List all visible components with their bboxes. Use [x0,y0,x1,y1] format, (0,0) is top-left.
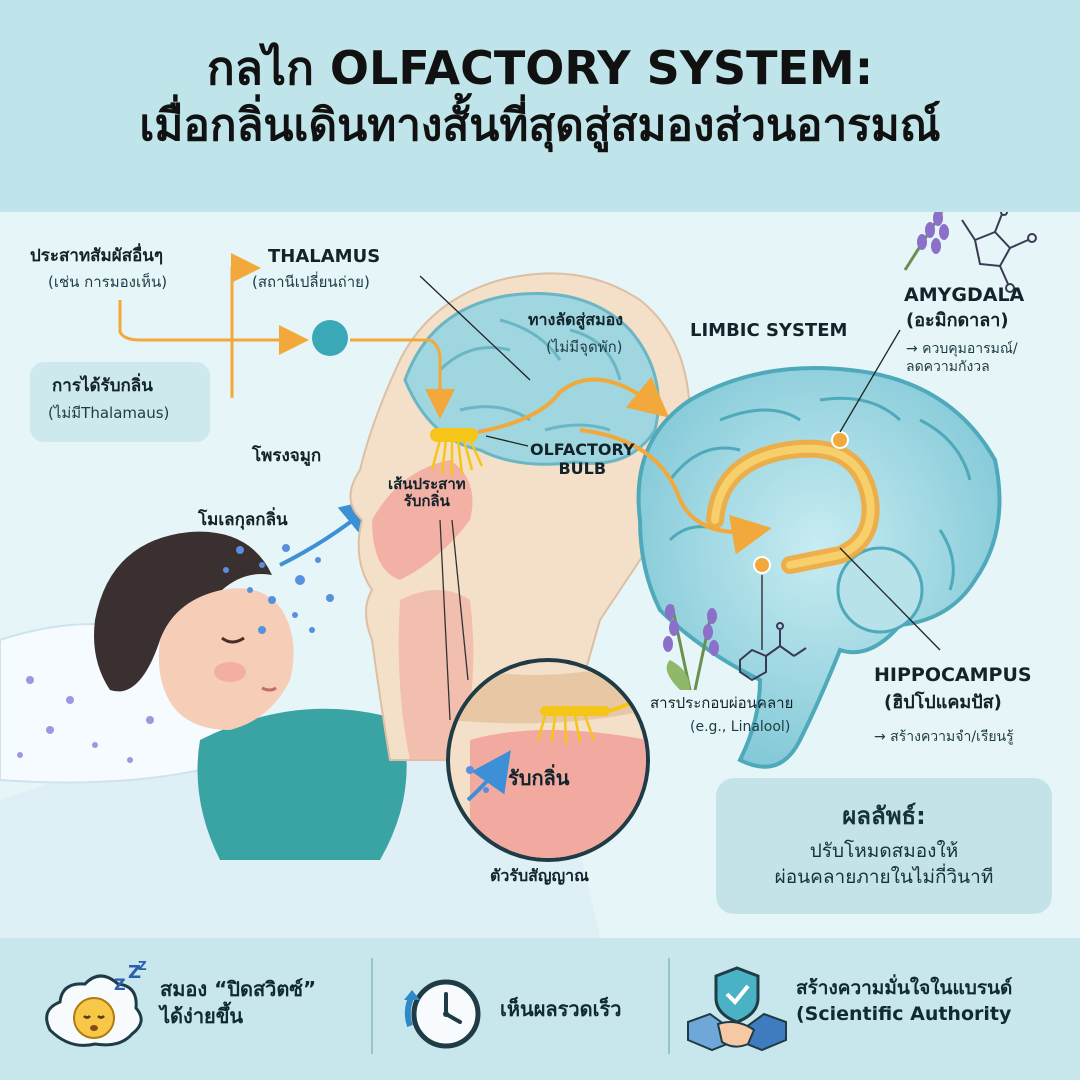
result-title: ผลลัพธ์: [842,802,926,830]
zoom-smell-label: รับกลิ่น [508,766,570,790]
zoom-receptor-label: ตัวรับสัญญาณ [490,866,589,885]
smell-into-bulb-path [350,338,455,419]
result-box: ผลลัพธ์: ปรับโหมดสมองให้ ผ่อนคลายภายในไม… [716,778,1052,914]
amygdala-thai-label: (อะมิกดาลา) [906,310,1009,331]
other-senses-example: (เช่น การมองเห็น) [48,273,168,291]
other-senses-label: ประสาทสัมผัสอื่นๆ [30,246,164,266]
bulb-leader [485,435,529,447]
amygdala-node [831,431,849,449]
handshake-shield-icon [687,966,787,1052]
thalamus-node [312,320,348,356]
olfactory-bulb-neurons [430,439,484,476]
hippocampus-node [753,556,771,574]
hippocampus-function: → สร้างความจำ/เรียนรู้ [874,729,1014,745]
footer-band [0,938,1080,1080]
smell-path-label: การได้รับกลิ่น [52,376,153,396]
smell-path-box [30,362,210,442]
svg-text:Z: Z [128,962,141,983]
footer-item-switch-off: สมอง “ปิดสวิตซ์” ได้ง่ายขึ้น [160,977,317,1028]
odor-molecule-dots [223,544,334,634]
hippocampus-label: HIPPOCAMPUS [874,664,1032,686]
nasal-cavity-label: โพรงจมูก [252,446,322,466]
title-line-1: กลไก OLFACTORY SYSTEM: [206,41,874,95]
limbic-system-label: LIMBIC SYSTEM [690,320,848,341]
shortcut-note: (ไม่มีจุดพัก) [546,338,623,356]
limbic-loop-inner [711,444,875,569]
olfactory-bulb-label: OLFACTORY BULB [530,440,635,479]
amygdala-label: AMYGDALA [904,284,1025,306]
compound-example: (e.g., Linalool) [690,719,791,735]
face [158,588,294,730]
mouth [261,686,277,692]
footer-item-brand-trust: สร้างความมั่นใจในแบรนด์ (Scientific Auth… [796,977,1013,1025]
brain-in-head [403,292,660,466]
result-body: ปรับโหมดสมองให้ ผ่อนคลายภายในไม่กี่วินาท… [774,840,994,888]
olfactory-diagram [0,212,1037,938]
thalamus-up-path [230,253,261,398]
shortcut-label: ทางลัดสู่สมอง [528,310,624,329]
molecule-structure-linalool [739,622,807,682]
limbic-brain-folds [668,396,972,591]
footer-item-fast-results: เห็นผลรวดเร็ว [500,997,622,1021]
shirt [197,708,407,860]
throat [398,590,474,760]
hippocampus-leader [839,547,941,651]
olfactory-nerve-label: เส้นประสาท รับกลิ่น [388,475,466,511]
sleeping-face-icon: Z Z Z [45,960,147,1047]
hippocampus-thai-label: (ฮิปโปแคมปัส) [884,692,1002,713]
amygdala-function: → ควบคุมอารมณ์/ ลดความกังวล [906,341,1018,376]
thalamus-leader [419,275,531,381]
shortcut-path [477,376,670,434]
smell-path-note: (ไม่มีThalamaus) [48,404,170,422]
limbic-inflow [579,428,772,555]
brain-folds [438,318,622,432]
svg-text:Z: Z [114,975,126,994]
thalamus-label: THALAMUS [268,246,381,267]
svg-text:Z: Z [138,960,147,973]
cheek [214,662,246,682]
footer-divider-1 [371,958,373,1054]
footer-divider-2 [668,958,670,1054]
thalamus-desc: (สถานีเปลี่ยนถ่าย) [252,273,370,291]
olfactory-bulb [430,428,478,442]
molecule-structure-top [961,212,1037,293]
clock-icon [404,979,481,1049]
amygdala-leader [839,329,901,433]
lavender-sprig-bottom [663,604,719,691]
nasal-cavity [372,460,473,580]
odor-molecules-label: โมเลกุลกลิ่น [198,510,288,530]
page-title: กลไก OLFACTORY SYSTEM: เมื่อกลิ่นเดินทาง… [0,40,1080,153]
title-line-2: เมื่อกลิ่นเดินทางสั้นที่สุดสู่สมองส่วนอา… [139,99,941,151]
compound-label: สารประกอบผ่อนคลาย [650,694,794,712]
closed-eye [221,636,245,644]
header-band [0,0,1080,212]
other-senses-path [118,300,309,355]
lavender-sprig-top [903,212,949,271]
